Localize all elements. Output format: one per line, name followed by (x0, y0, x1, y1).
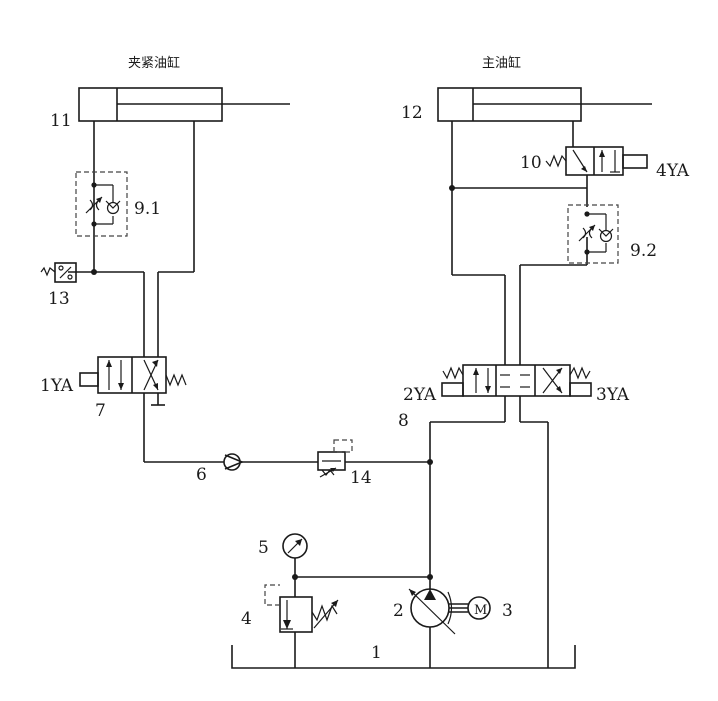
directional-valve-7 (79, 356, 187, 462)
oil-tank-1 (231, 645, 576, 669)
directional-valve-8 (430, 364, 592, 423)
main-cylinder-title: 主油缸 (482, 55, 521, 71)
label-9-1: 9.1 (134, 199, 161, 219)
main-cylinder (437, 87, 652, 122)
clamp-cylinder-title: 夹紧油缸 (128, 55, 180, 71)
check-valve-6 (144, 453, 318, 471)
label-1: 1 (371, 643, 382, 663)
label-3: 3 (502, 601, 513, 621)
motor-symbol-m: M (474, 603, 487, 618)
label-8: 8 (398, 411, 409, 431)
label-1ya: 1YA (40, 376, 74, 396)
label-6: 6 (196, 465, 207, 485)
label-4ya: 4YA (656, 161, 690, 181)
motor-3: M (467, 596, 491, 620)
label-13: 13 (48, 289, 70, 309)
trunk-lines (292, 422, 549, 668)
label-2: 2 (393, 601, 404, 621)
relief-valve-4 (264, 584, 339, 668)
reducing-valve-14 (317, 439, 430, 478)
clamp-circuit-lines (68, 121, 195, 357)
solenoid-valve-10 (545, 146, 648, 176)
clamp-cylinder (78, 87, 290, 122)
throttle-check-valve-9-1 (75, 171, 128, 237)
label-7: 7 (95, 401, 106, 421)
pressure-switch-13 (40, 262, 77, 283)
label-14: 14 (350, 468, 372, 488)
pressure-gauge-5 (282, 533, 308, 559)
label-3ya: 3YA (596, 385, 630, 405)
label-12: 12 (401, 103, 423, 123)
label-9-2: 9.2 (630, 241, 657, 261)
label-4: 4 (241, 609, 252, 629)
throttle-check-valve-9-2 (567, 204, 619, 264)
main-circuit-lines (449, 121, 588, 365)
label-2ya: 2YA (403, 385, 437, 405)
label-5: 5 (258, 538, 269, 558)
label-10: 10 (520, 153, 542, 173)
label-11: 11 (50, 111, 72, 131)
variable-pump-2 (408, 588, 468, 668)
